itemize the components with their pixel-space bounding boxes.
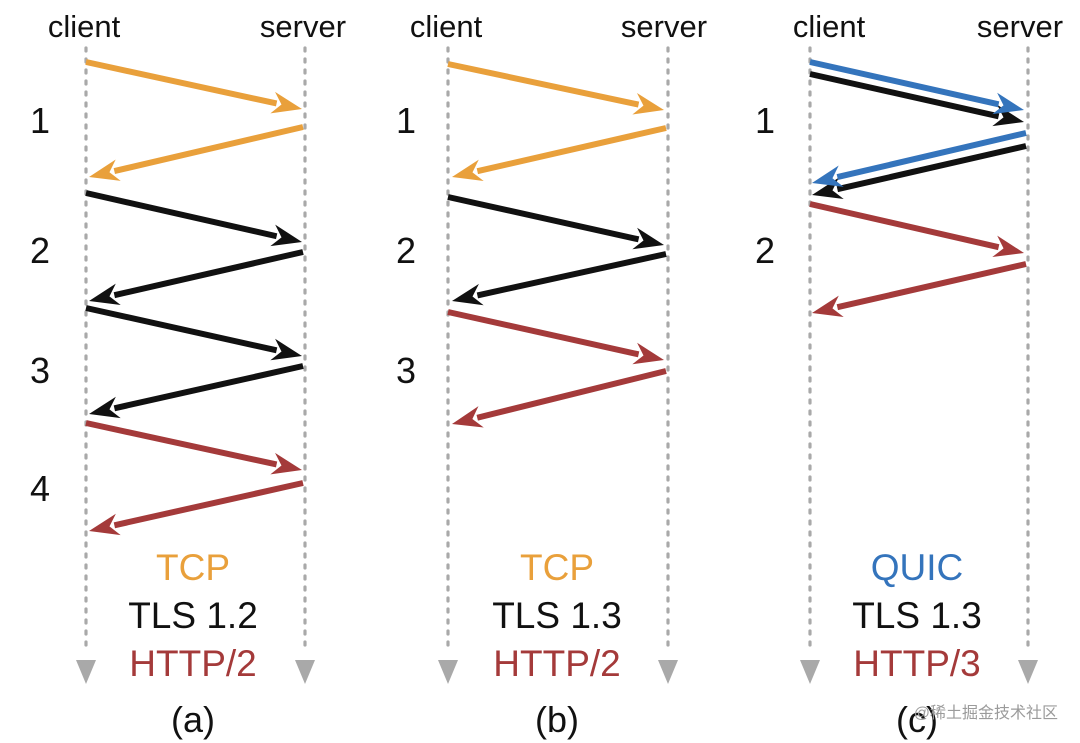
timeline-guides (76, 46, 1038, 684)
message-arrow-line (447, 61, 640, 108)
panel-b: client server 1 2 3 TCP TLS 1.3 HTTP/2 (… (396, 9, 707, 740)
message-arrow-line (836, 130, 1027, 181)
round-trip-label: 1 (30, 100, 50, 141)
message-arrow-head (632, 342, 664, 365)
timeline-end-triangle (800, 660, 820, 684)
server-label: server (977, 9, 1063, 44)
protocol-label-transport: TCP (156, 547, 230, 588)
panel-caption: (a) (171, 699, 215, 740)
message-arrow-head (812, 295, 844, 318)
round-trip-label: 1 (396, 100, 416, 141)
message-arrow-head (89, 159, 121, 181)
protocol-label-application: HTTP/2 (129, 643, 256, 684)
message-arrows (85, 59, 1027, 536)
watermark: @稀土掘金技术社区 (914, 704, 1058, 722)
message-arrow-line (113, 249, 304, 299)
timeline-end-triangle (438, 660, 458, 684)
message-arrow-head (452, 406, 484, 428)
message-arrow-head (452, 159, 484, 182)
round-trip-label: 1 (755, 100, 775, 141)
message-arrow-line (476, 251, 667, 299)
panel-caption: (b) (535, 699, 579, 740)
protocol-label-application: HTTP/3 (853, 643, 980, 684)
message-arrow-head (270, 91, 302, 114)
message-arrow-line (447, 194, 640, 243)
server-label: server (621, 9, 707, 44)
message-arrow-head (270, 224, 302, 247)
message-arrow-line (476, 368, 667, 421)
message-arrow-head (89, 396, 121, 419)
message-arrow-line (85, 59, 278, 107)
client-label: client (793, 9, 866, 44)
message-arrow-line (809, 59, 1000, 108)
round-trip-label: 2 (30, 230, 50, 271)
message-arrow-line (836, 261, 1027, 311)
timeline-end-triangle (1018, 660, 1038, 684)
message-arrow-head (812, 165, 844, 187)
message-arrow-line (809, 71, 1000, 120)
message-arrow-line (85, 420, 278, 468)
message-arrow-line (836, 143, 1027, 193)
round-trip-label: 2 (396, 230, 416, 271)
panel-c: client server 1 2 QUIC TLS 1.3 HTTP/3 (c… (755, 9, 1063, 740)
message-arrow-head (992, 92, 1024, 115)
message-arrow-line (113, 363, 304, 412)
message-arrow-line (809, 201, 1000, 251)
message-arrow-line (447, 309, 640, 358)
message-arrow-head (270, 338, 302, 361)
round-trip-label: 2 (755, 230, 775, 271)
message-arrow-head (270, 452, 302, 475)
timeline-end-triangle (658, 660, 678, 684)
message-arrow-head (452, 283, 484, 306)
message-arrow-line (85, 305, 278, 354)
protocol-label-application: HTTP/2 (493, 643, 620, 684)
timeline-end-triangle (76, 660, 96, 684)
timeline-end-triangle (295, 660, 315, 684)
round-trip-label: 3 (30, 350, 50, 391)
message-arrow-head (89, 513, 121, 536)
message-arrow-line (113, 124, 304, 175)
protocol-label-security: TLS 1.2 (128, 595, 258, 636)
message-arrow-head (992, 235, 1024, 258)
panel-caption: (c) (896, 699, 938, 740)
message-arrow-line (85, 190, 278, 240)
message-arrow-line (113, 480, 304, 529)
message-arrow-head (89, 283, 121, 306)
message-arrow-head (632, 227, 664, 250)
round-trip-label: 4 (30, 468, 50, 509)
message-arrow-line (476, 125, 667, 175)
server-label: server (260, 9, 346, 44)
protocol-label-security: TLS 1.3 (852, 595, 982, 636)
protocol-label-transport: TCP (520, 547, 594, 588)
round-trip-label: 3 (396, 350, 416, 391)
client-label: client (48, 9, 121, 44)
protocol-label-security: TLS 1.3 (492, 595, 622, 636)
panel-a: client server 1 2 3 4 TCP TLS 1.2 HTTP/2… (30, 9, 346, 740)
message-arrow-head (632, 92, 664, 115)
protocol-label-transport: QUIC (871, 547, 964, 588)
client-label: client (410, 9, 483, 44)
